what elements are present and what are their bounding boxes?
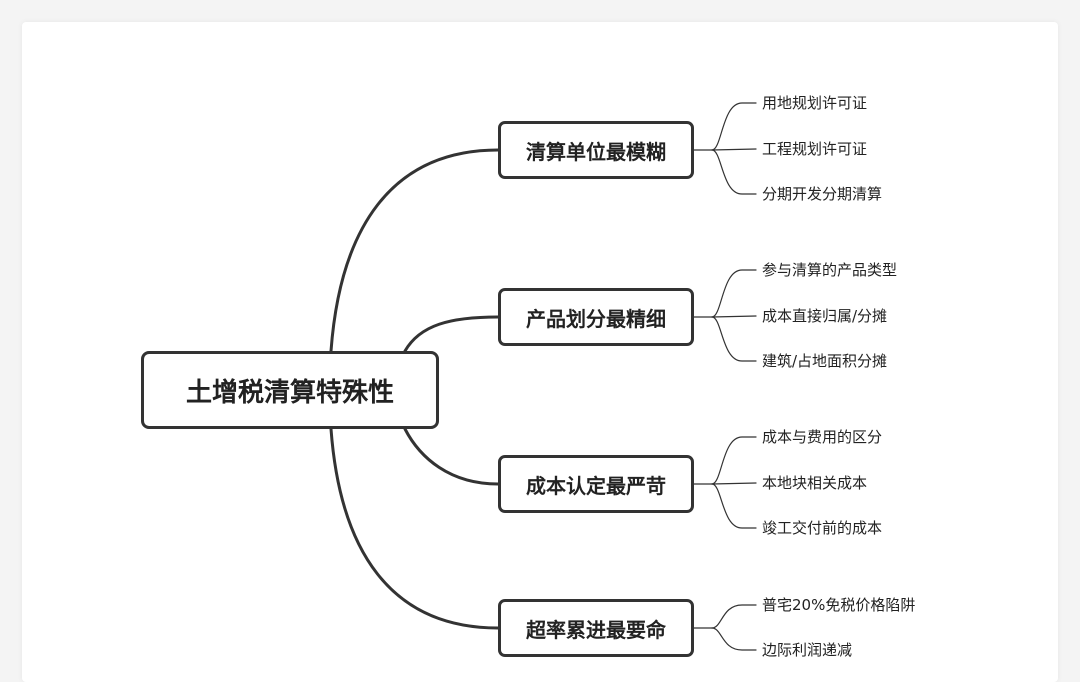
branch-topic-label: 成本认定最严苛 <box>526 473 666 498</box>
branch-to-subtopic-connector <box>711 482 757 485</box>
root-topic-label: 土增税清算特殊性 <box>185 377 394 408</box>
subtopic[interactable]: 本地块相关成本 <box>762 474 868 492</box>
root-to-branch-connector <box>329 427 500 630</box>
subtopic[interactable]: 普宅20%免税价格陷阱 <box>762 596 916 614</box>
subtopic[interactable]: 用地规划许可证 <box>762 94 868 112</box>
subtopic[interactable]: 参与清算的产品类型 <box>762 261 898 279</box>
branch-to-subtopic-connector <box>711 604 757 629</box>
branch-to-subtopic-connector <box>711 315 757 318</box>
branch-to-subtopic-connector <box>711 102 757 151</box>
branch-to-subtopic-connector <box>711 627 757 651</box>
branch-to-subtopic-connector <box>711 436 757 485</box>
branch-topic-4[interactable]: 超率累进最要命 <box>498 599 694 657</box>
subtopic[interactable]: 成本与费用的区分 <box>762 428 883 446</box>
root-to-branch-connector <box>403 427 500 486</box>
root-to-branch-connector <box>329 148 500 353</box>
subtopic[interactable]: 工程规划许可证 <box>762 140 868 158</box>
branch-topic-label: 清算单位最模糊 <box>526 139 666 164</box>
branch-to-subtopic-connector <box>711 269 757 318</box>
subtopic[interactable]: 成本直接归属/分摊 <box>762 307 888 325</box>
branch-topic-label: 产品划分最精细 <box>526 306 666 331</box>
root-topic[interactable]: 土增税清算特殊性 <box>141 351 439 429</box>
branch-topic-1[interactable]: 清算单位最模糊 <box>498 121 694 179</box>
subtopic[interactable]: 分期开发分期清算 <box>762 185 883 203</box>
mindmap-connectors <box>329 102 757 651</box>
root-to-branch-connector <box>403 315 500 353</box>
branch-to-subtopic-connector <box>711 316 757 362</box>
branch-to-subtopic-connector <box>711 148 757 151</box>
branch-topic-2[interactable]: 产品划分最精细 <box>498 288 694 346</box>
subtopic[interactable]: 建筑/占地面积分摊 <box>762 352 888 370</box>
branch-topic-3[interactable]: 成本认定最严苛 <box>498 455 694 513</box>
subtopic[interactable]: 竣工交付前的成本 <box>762 519 883 537</box>
branch-to-subtopic-connector <box>711 149 757 195</box>
branch-to-subtopic-connector <box>711 483 757 529</box>
subtopic[interactable]: 边际利润递减 <box>762 641 853 659</box>
branch-topic-label: 超率累进最要命 <box>526 617 666 642</box>
